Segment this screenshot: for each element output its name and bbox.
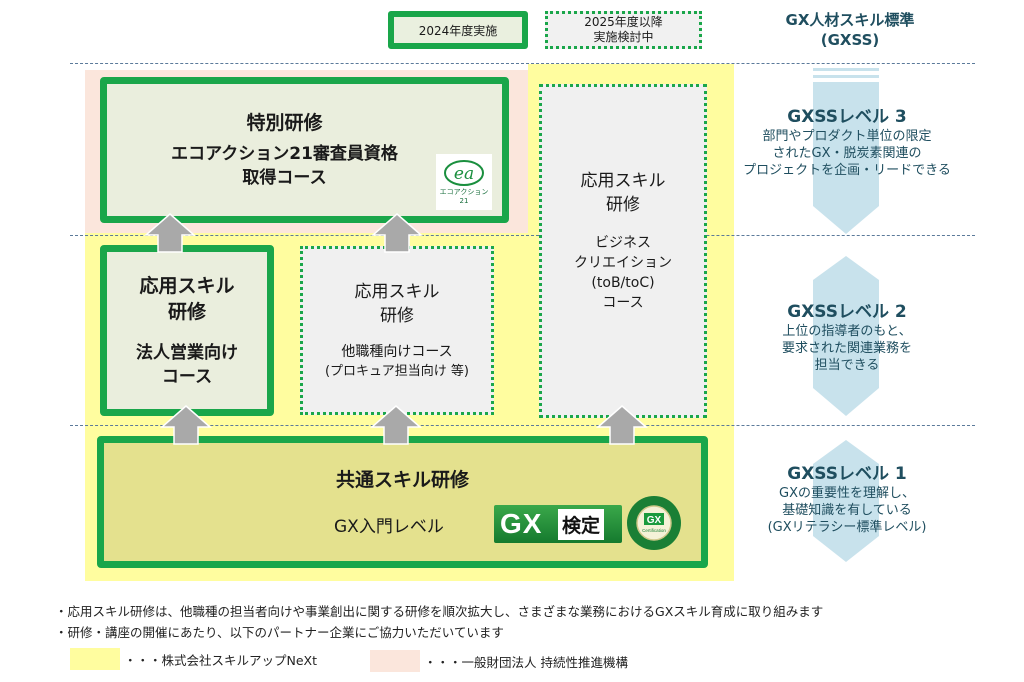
partner-label-sustainability: ・・・一般財団法人 持続性推進機構 [424,655,628,670]
legend-planned-line2: 実施検討中 [593,30,654,44]
applied-business-title-2: 研修 [606,195,640,215]
partner-swatch-sustainability [370,650,420,672]
applied-sales-sub-2: コース [161,366,213,387]
gxss-title: GX人材スキル標準 (GXSS) [760,10,940,50]
special-course-subtitle-1: エコアクション21審査員資格 [171,144,398,164]
legend-implemented-2024: 2024年度実施 [388,11,528,49]
gxss-level-1-desc-1: GXの重要性を理解し、 [779,486,915,501]
applied-sales-title-2: 研修 [167,300,206,323]
gx-certification-seal-icon: GX Certification [627,496,681,550]
gxss-level-1-desc-3: (GXリテラシー標準レベル) [767,520,927,535]
applied-business-sub-1: ビジネス [595,235,651,251]
svg-text:ea: ea [454,164,474,184]
gxss-level-3-desc-2: されたGX・脱炭素関連の [772,146,922,161]
level-divider-2-1 [70,425,975,426]
seal-gx-text: GX [647,515,662,526]
level3-arrow-stripe-2 [813,75,879,78]
ecoaction21-logo-text: エコアクション21 [439,188,489,205]
applied-sales-sub-1: 法人営業向け [136,342,238,363]
level3-arrow [813,82,879,234]
gxss-level-2-desc-1: 上位の指導者のもと、 [782,324,912,339]
ecoaction21-emblem-icon: ea [444,160,484,186]
gxss-level-2-desc-2: 要求された関連業務を [781,341,912,356]
applied-other-title-2: 研修 [380,305,414,326]
applied-other-sub-1: 他職種向けコース [341,343,453,360]
common-course-box: 共通スキル研修 GX入門レベル GX 検定 GX Certification [97,436,708,568]
partner-swatch-skillup [70,648,120,670]
applied-sales-course-box: 応用スキル 研修 法人営業向け コース [100,245,274,416]
applied-business-sub-3: (toB/toC) [591,275,655,291]
gxss-level-3-title: GXSSレベル 3 [787,107,907,127]
gxss-level-1-desc-2: 基礎知識を有している [782,503,912,518]
applied-sales-title-1: 応用スキル [139,274,235,297]
level1-arrow [813,440,879,562]
level2-arrow [813,256,879,416]
special-course-subtitle-2: 取得コース [242,168,327,188]
level-divider-3-2 [70,235,975,236]
gxss-level-1-title: GXSSレベル 1 [787,464,907,484]
applied-other-course-box: 応用スキル 研修 他職種向けコース (プロキュア担当向け 等) [300,246,494,415]
applied-business-sub-2: クリエイション [574,255,672,271]
special-course-title: 特別研修 [246,112,323,134]
gxss-title-line1: GX人材スキル標準 [785,11,915,29]
note-partners: ・研修・講座の開催にあたり、以下のパートナー企業にご協力いただいています [55,625,504,640]
applied-other-sub-2: (プロキュア担当向け 等) [324,363,470,379]
ecoaction21-logo: ea エコアクション21 [436,154,492,210]
gxss-level-arrows [813,68,879,562]
seal-sub-text: Certification [642,528,666,533]
special-course-box: 特別研修 エコアクション21審査員資格 取得コース ea エコアクション21 [100,77,509,223]
legend-planned-line1: 2025年度以降 [584,15,663,29]
note-applied-expansion: ・応用スキル研修は、他職種の担当者向けや事業創出に関する研修を順次拡大し、さまざ… [55,604,824,619]
gxss-level-3-desc-1: 部門やプロダクト単位の限定 [762,129,932,144]
gxss-title-line2: (GXSS) [820,31,880,49]
applied-other-title-1: 応用スキル [354,281,440,302]
level3-arrow-stripe-1 [813,68,879,71]
legend-planned-2025: 2025年度以降 実施検討中 [545,11,702,49]
gx-certification-seal: GX Certification [626,495,682,551]
gxss-level-2: GXSSレベル 2 上位の指導者のもと、 要求された関連業務を 担当できる [737,301,957,374]
gxss-level-1: GXSSレベル 1 GXの重要性を理解し、 基礎知識を有している (GXリテラシ… [737,463,957,536]
common-course-title: 共通スキル研修 [335,469,469,491]
gxss-level-3-desc-3: プロジェクトを企画・リードできる [743,163,951,178]
applied-business-sub-4: コース [602,295,644,311]
gxss-level-2-desc-3: 担当できる [814,358,880,373]
common-course-subtitle: GX入門レベル [334,517,444,537]
gxss-level-3: GXSSレベル 3 部門やプロダクト単位の限定 されたGX・脱炭素関連の プロジ… [737,106,957,179]
applied-business-course-box: 応用スキル 研修 ビジネス クリエイション (toB/toC) コース [539,84,707,418]
legend-implemented-label: 2024年度実施 [418,23,498,38]
partner-label-skillup: ・・・株式会社スキルアップNeXt [124,653,318,668]
gxss-level-2-title: GXSSレベル 2 [787,302,907,322]
applied-business-title-1: 応用スキル [580,171,666,191]
gx-kentei-badge: GX 検定 [494,505,622,543]
level-divider-top [70,63,975,64]
gx-kentei-badge-gx: GX [500,508,543,539]
gx-kentei-badge-label: 検定 [558,508,605,540]
